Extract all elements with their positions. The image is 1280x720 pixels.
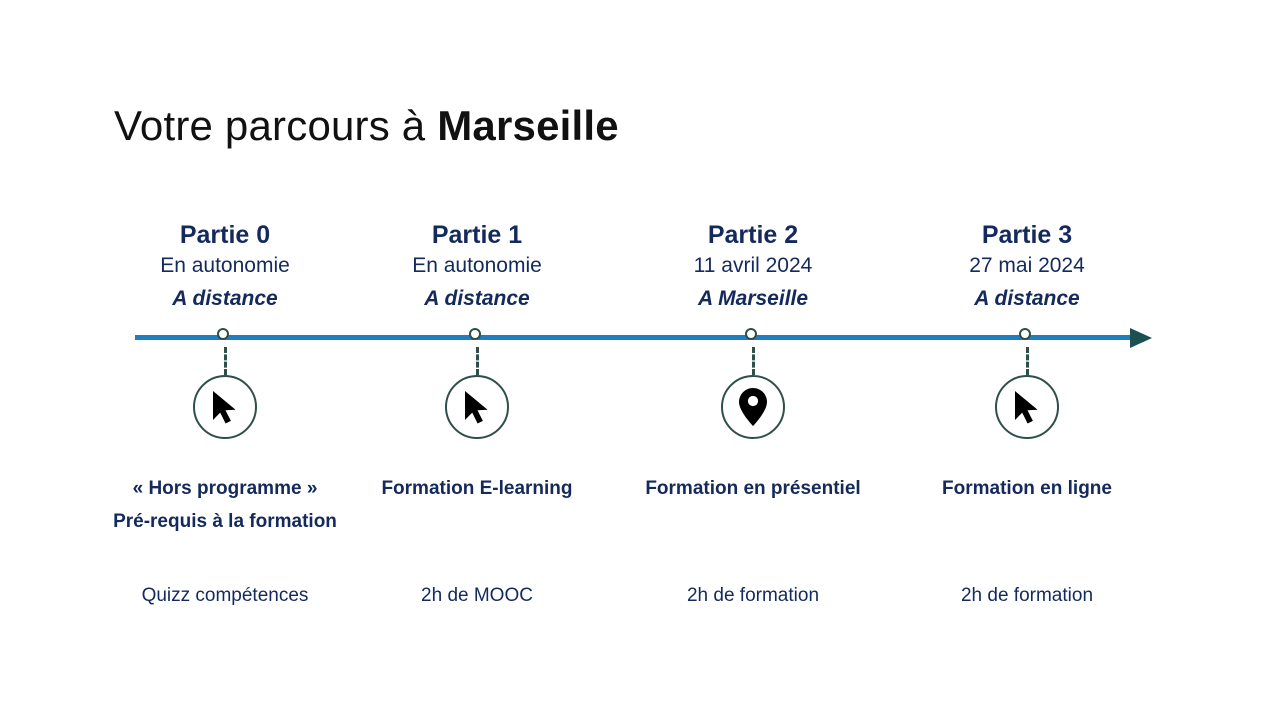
- step-title: Partie 3: [981, 221, 1073, 249]
- step-label: Formation en ligne: [877, 472, 1177, 505]
- step-location: A Marseille: [697, 287, 809, 310]
- page-title-prefix: Votre parcours à: [114, 102, 438, 150]
- step-title: Partie 2: [707, 221, 799, 249]
- step-location: A distance: [424, 287, 530, 310]
- cursor-arrow-icon: [208, 389, 242, 425]
- step-subtitle: 27 mai 2024: [969, 254, 1085, 277]
- page-title: Votre parcours à Marseille: [114, 100, 619, 152]
- cursor-arrow-icon: [1010, 389, 1044, 425]
- timeline-node-connector: [476, 347, 479, 375]
- step-label-line: Formation E-learning: [381, 478, 573, 499]
- step-note: Quizz compétences: [141, 585, 309, 606]
- step-label: « Hors programme » Pré-requis à la format…: [75, 472, 375, 538]
- step-icon-badge[interactable]: [721, 375, 785, 439]
- step-location: A distance: [974, 287, 1080, 310]
- step-location: A distance: [172, 287, 278, 310]
- step-title: Partie 1: [431, 221, 523, 249]
- step-note: 2h de formation: [960, 585, 1094, 606]
- step-label: Formation E-learning: [327, 472, 627, 505]
- step-title: Partie 0: [179, 221, 271, 249]
- step-subtitle: En autonomie: [412, 254, 542, 277]
- timeline-arrowhead-icon: [1130, 328, 1152, 348]
- timeline-axis-line: [135, 335, 1145, 340]
- step-heading: Partie 2 11 avril 2024 A Marseille: [613, 220, 893, 315]
- step-heading: Partie 3 27 mai 2024 A distance: [887, 220, 1167, 315]
- timeline-node-dot[interactable]: [745, 328, 757, 340]
- step-icon-badge[interactable]: [445, 375, 509, 439]
- step-label-line: « Hors programme »: [132, 478, 318, 499]
- step-heading: Partie 0 En autonomie A distance: [85, 220, 365, 315]
- timeline-node-connector: [752, 347, 755, 375]
- step-heading: Partie 1 En autonomie A distance: [337, 220, 617, 315]
- step-note: 2h de MOOC: [421, 585, 533, 606]
- step-label: Formation en présentiel: [603, 472, 903, 505]
- step-subtitle: 11 avril 2024: [693, 254, 813, 277]
- step-icon-badge[interactable]: [995, 375, 1059, 439]
- timeline-node-dot[interactable]: [1019, 328, 1031, 340]
- step-label-line: Formation en présentiel: [645, 478, 861, 499]
- step-label-line: Formation en ligne: [942, 478, 1112, 499]
- page-title-accent: Marseille: [437, 102, 619, 150]
- timeline-node-dot[interactable]: [469, 328, 481, 340]
- map-pin-icon: [738, 387, 768, 427]
- timeline-node-dot[interactable]: [217, 328, 229, 340]
- cursor-arrow-icon: [460, 389, 494, 425]
- step-subtitle: En autonomie: [160, 254, 290, 277]
- timeline-node-connector: [224, 347, 227, 375]
- timeline-node-connector: [1026, 347, 1029, 375]
- step-icon-badge[interactable]: [193, 375, 257, 439]
- step-note: 2h de formation: [686, 585, 820, 606]
- step-label-line: Pré-requis à la formation: [113, 511, 337, 532]
